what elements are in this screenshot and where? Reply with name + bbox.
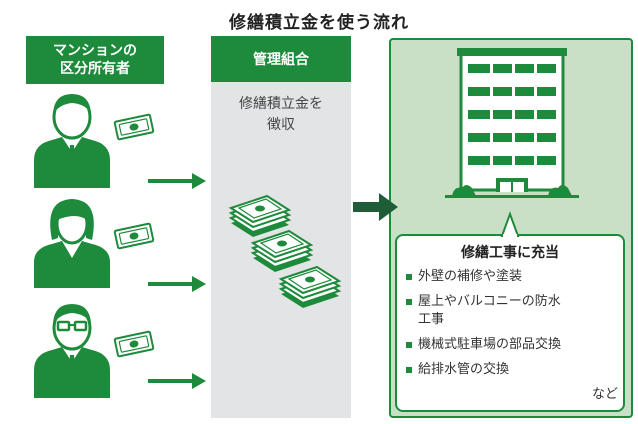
list-item-label: 外壁の補修や塗装 [418, 269, 523, 284]
management-header: 管理組合 [211, 36, 351, 82]
management-caption: 修繕積立金を 徴収 [239, 96, 323, 133]
usage-callout [395, 234, 625, 412]
list-item-label: 屋上やバルコニーの防水 工事 [418, 294, 561, 327]
bullet-icon [406, 299, 412, 305]
owners-header: マンションの 区分所有者 [26, 36, 164, 84]
list-item: 給排水管の交換 [406, 361, 618, 379]
list-item-label: 機械式駐車場の部品交換 [418, 337, 562, 352]
bullet-icon [406, 367, 412, 373]
diagram-title: 修繕積立金を使う流れ [229, 13, 409, 33]
woman-icon [34, 199, 110, 288]
management-header-label: 管理組合 [253, 52, 309, 68]
usage-list: 外壁の補修や塗装 屋上やバルコニーの防水 工事 機械式駐車場の部品交換 給排水管… [406, 268, 618, 386]
etc-label: など [592, 387, 619, 402]
list-item-label: 給排水管の交換 [418, 362, 510, 377]
glasses-man-icon [34, 304, 110, 398]
usage-title: 修繕工事に充当 [461, 245, 559, 261]
owners-header-label: マンションの 区分所有者 [53, 43, 137, 77]
bullet-icon [406, 274, 412, 280]
list-item: 外壁の補修や塗装 [406, 268, 618, 286]
arrow-icon [353, 193, 398, 221]
list-item: 機械式駐車場の部品交換 [406, 336, 618, 354]
list-item: 屋上やバルコニーの防水 工事 [406, 293, 618, 329]
man-icon [34, 94, 110, 188]
bullet-icon [406, 342, 412, 348]
building-icon [445, 48, 579, 198]
